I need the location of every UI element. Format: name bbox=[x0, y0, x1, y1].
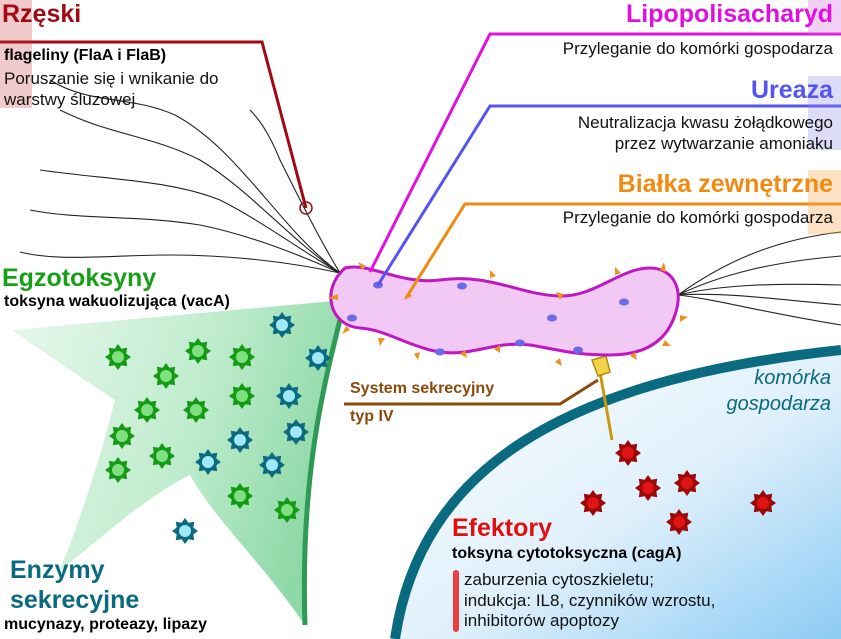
komorka-line-2: gospodarza bbox=[726, 393, 831, 415]
host-cell bbox=[390, 345, 841, 639]
efektory-bar bbox=[453, 570, 459, 632]
lps-title: Lipopolisacharyd bbox=[626, 0, 833, 28]
egzo-sub: toksyna wakuolizująca (vacA) bbox=[4, 293, 230, 310]
bialka-desc: Przyleganie do komórki gospodarza bbox=[562, 208, 833, 227]
flagella-right bbox=[677, 231, 841, 326]
rzeski-sub: flageliny (FlaA i FlaB) bbox=[4, 47, 167, 64]
ureaza-desc-1: Neutralizacja kwasu żołądkowego bbox=[577, 113, 833, 132]
leader-lines bbox=[0, 32, 841, 406]
komorka-line-1: komórka bbox=[754, 367, 831, 389]
secretion-system bbox=[591, 355, 614, 441]
efektory-sub: toksyna cytotoksyczna (cagA) bbox=[452, 545, 682, 562]
enzymy-title-2: sekrecyjne bbox=[10, 586, 140, 614]
efektory-title: Efektory bbox=[452, 514, 553, 542]
enzymy-sub: mucynazy, proteazy, lipazy bbox=[4, 616, 208, 633]
rzeski-title: Rzęski bbox=[2, 0, 82, 28]
enzymy-title-1: Enzymy bbox=[10, 556, 105, 584]
lps-highlight bbox=[808, 0, 841, 34]
system-line-1: System sekrecyjny bbox=[350, 380, 495, 397]
rzeski-highlight bbox=[0, 0, 32, 108]
ureaza-desc-2: przez wytwarzanie amoniaku bbox=[614, 134, 833, 153]
efektory-desc-2: indukcja: IL8, czynników wzrostu, bbox=[464, 591, 716, 610]
bialka-title: Białka zewnętrzne bbox=[617, 170, 833, 198]
rzeski-desc-2: warstwy śluzowej bbox=[4, 90, 136, 109]
lps-desc: Przyleganie do komórki gospodarza bbox=[562, 39, 833, 58]
system-line-2: typ IV bbox=[350, 408, 394, 425]
rzeski-desc-1: Poruszanie się i wnikanie do bbox=[4, 69, 219, 88]
bialka-highlight bbox=[808, 170, 841, 234]
ureaza-title: Ureaza bbox=[751, 76, 833, 104]
exotoxin-cloud bbox=[12, 299, 348, 626]
egzo-title: Egzotoksyny bbox=[2, 264, 157, 292]
efektory-desc-1: zaburzenia cytoszkieletu; bbox=[464, 570, 654, 589]
efektory-desc-3: inhibitorów apoptozy bbox=[464, 611, 619, 630]
flagella-left bbox=[19, 79, 341, 274]
ureaza-highlight bbox=[808, 76, 841, 150]
